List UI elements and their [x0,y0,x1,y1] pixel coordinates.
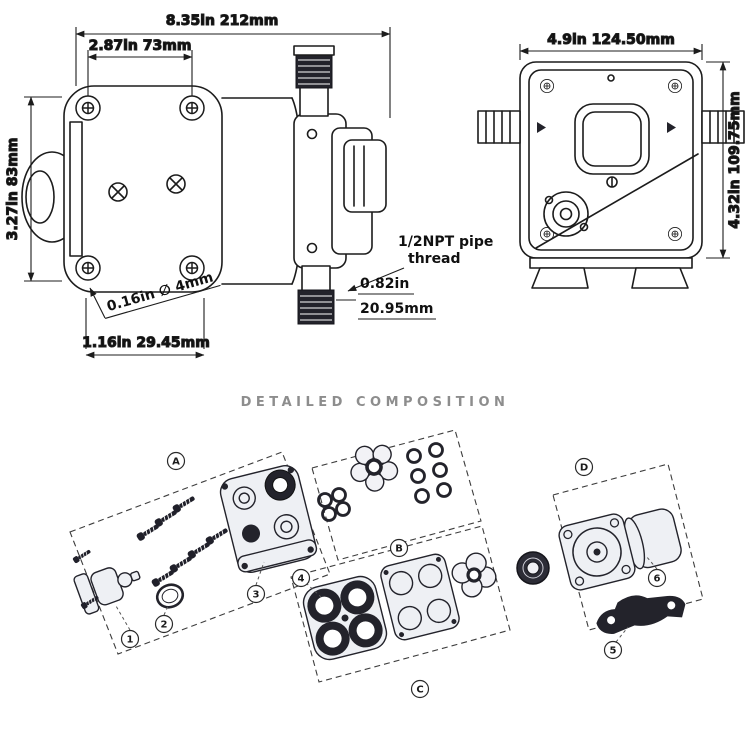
svg-text:A: A [172,457,180,468]
top-port-thread [295,53,333,89]
left-port-fitting [477,110,521,144]
overall-width-label: 8.35in 212mm [166,13,279,29]
screw-set [135,493,230,589]
front-height-label: 4.32in 109.75mm [727,91,743,228]
diaphragm-part [302,575,388,661]
front-view-drawing [477,61,745,289]
svg-text:5: 5 [610,646,617,657]
o-ring-set [406,442,452,504]
group-a-label: A [166,451,186,471]
svg-text:D: D [580,463,588,474]
group-a-box [69,451,331,655]
svg-text:6: 6 [654,574,661,585]
port-width-in-label: 0.82in [360,276,409,292]
part-4-label: 4 [291,568,311,588]
svg-text:2: 2 [161,620,168,631]
pipe-thread-label-line2: thread [408,251,461,267]
group-c-box [290,525,511,683]
small-o-ring-cluster [317,487,351,522]
dim-front-height: 4.32in 109.75mm [706,61,744,259]
part-5-label: 5 [603,640,623,660]
front-view: 4.9in 124.50mm 4.32in 109.75mm [477,31,745,289]
svg-text:3: 3 [253,590,260,601]
mounting-plate [63,85,223,293]
dim-port-width: 0.82in 20.95mm [336,276,436,320]
o-ring-part [155,583,185,609]
part-6-label: 6 [647,568,667,588]
group-b-box [311,429,482,561]
outlet-block [343,139,387,213]
base-offset-label: 1.16in 29.45mm [82,335,210,351]
pressure-switch [543,191,589,237]
part-2-label: 2 [154,614,174,634]
svg-text:C: C [416,685,423,696]
valve-assembly-part [446,547,502,603]
front-width-label: 4.9in 124.50mm [547,32,675,48]
pipe-thread-label-line1: 1/2NPT pipe [398,234,493,250]
dim-height: 3.27in 83mm [4,96,62,282]
handle [574,103,650,188]
flow-arrow-icon [537,122,546,133]
bolt-spacing-label: 2.87in 73mm [89,38,192,54]
center-screw [166,174,186,194]
side-view-drawing [21,45,387,325]
dim-base-offset: 1.16in 29.45mm [82,298,210,359]
dim-bolt-spacing: 2.87in 73mm [87,37,193,96]
callout-pipe-thread: 1/2NPT pipe thread [347,234,493,292]
group-d-label: D [574,457,594,477]
pressure-switch-assembly [73,567,141,615]
motor-cylinder-part [623,508,682,570]
pump-head-part [219,465,318,573]
svg-text:4: 4 [298,574,305,585]
side-view: 8.35in 212mm 2.87in 73mm 3.27in 83mm 0.1… [4,12,493,359]
motor-base-bracket-part [596,595,686,634]
flow-arrow-icon [667,122,676,133]
part-1-label: 1 [120,629,140,649]
dim-overall-width: 8.35in 212mm [75,12,391,118]
dim-front-width: 4.9in 124.50mm [519,31,703,60]
svg-text:B: B [395,544,403,555]
bottom-port-thread [297,289,335,325]
bottom-port-neck [301,265,331,293]
valve-assembly-part [345,437,406,498]
section-heading: DETAILED COMPOSITION [241,395,510,410]
gasket-plate-part [380,553,460,641]
part-3-label: 3 [246,584,266,604]
group-c-label: C [410,679,430,699]
motor-flange-part [558,513,636,591]
group-b-label: B [389,538,409,558]
center-screw [108,182,128,202]
svg-text:1: 1 [127,635,134,646]
bearing-part [516,551,550,585]
base-pedestal [529,257,693,289]
top-port-neck [299,85,329,117]
exploded-view: A B C D 1 2 3 4 5 6 [69,429,704,699]
height-label: 3.27in 83mm [5,138,21,241]
port-width-mm-label: 20.95mm [360,301,433,317]
mold-line [535,153,699,249]
